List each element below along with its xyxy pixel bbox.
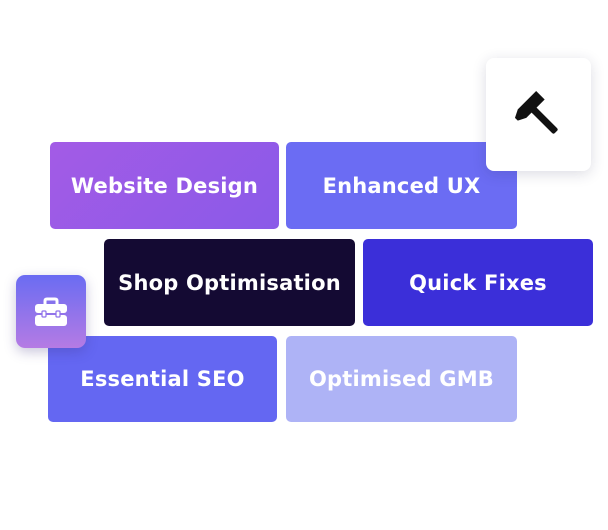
tile-essential-seo: Essential SEO — [48, 336, 277, 422]
tile-optimised-gmb: Optimised GMB — [286, 336, 517, 422]
tile-label: Optimised GMB — [308, 367, 495, 391]
hammer-icon — [514, 90, 558, 134]
tile-enhanced-ux: Enhanced UX — [286, 142, 517, 229]
tile-label: Shop Optimisation — [118, 270, 341, 295]
tile-website-design: Website Design — [50, 142, 279, 229]
tile-shop-optimisation: Shop Optimisation — [104, 239, 355, 326]
hammer-card — [486, 58, 591, 171]
tile-label: Enhanced UX — [322, 173, 481, 198]
toolbox-card — [16, 275, 86, 348]
tile-quick-fixes: Quick Fixes — [363, 239, 593, 326]
tile-label: Quick Fixes — [409, 270, 547, 295]
tile-label: Website Design — [70, 173, 259, 198]
toolbox-icon — [35, 297, 67, 326]
tile-label: Essential SEO — [80, 367, 245, 391]
